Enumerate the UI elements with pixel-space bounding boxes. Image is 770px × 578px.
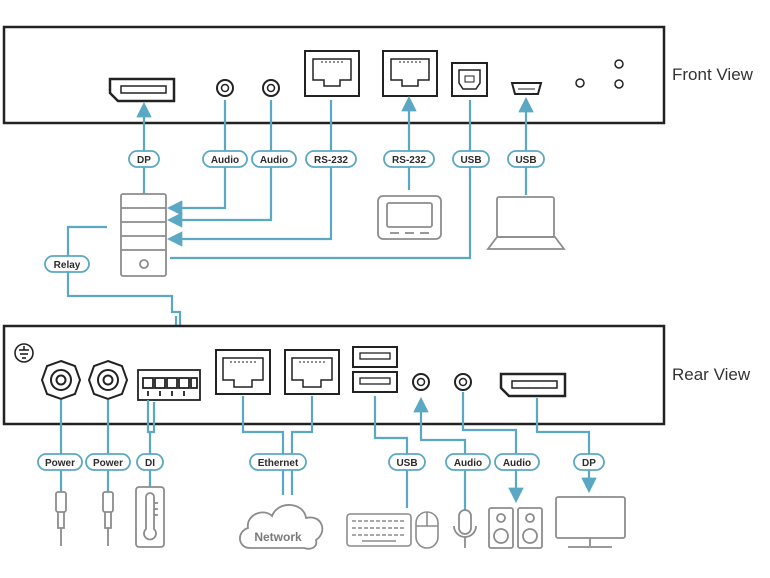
pill-rear-power-2: Power xyxy=(85,453,131,471)
rs232-cable-1 xyxy=(166,100,333,247)
label-front-rs232-2: RS-232 xyxy=(392,155,426,166)
network-label: Network xyxy=(254,530,302,544)
label-rear-audio-1: Audio xyxy=(454,458,482,469)
label-rear-power-2: Power xyxy=(93,458,123,469)
pill-front-usb-2: USB xyxy=(507,150,545,168)
label-rear-dp: DP xyxy=(582,458,596,469)
power-jack-1 xyxy=(40,359,82,401)
usb-a-port-2 xyxy=(352,371,398,393)
pill-front-dp: DP xyxy=(128,150,160,168)
usb-a-port-1 xyxy=(352,346,398,368)
label-front-audio-2: Audio xyxy=(260,155,288,166)
label-rear-di: DI xyxy=(145,458,155,469)
rear-connections xyxy=(59,392,597,510)
pill-front-usb-1: USB xyxy=(452,150,490,168)
usb-rear-cable xyxy=(373,396,409,508)
label-rear-ethernet: Ethernet xyxy=(258,458,299,469)
thermometer-sensor-icon xyxy=(135,486,165,548)
front-audio-jack-1 xyxy=(216,79,234,97)
pill-front-rs232-2: RS-232 xyxy=(383,150,435,168)
audio-cable-1 xyxy=(166,100,227,216)
monitor-icon xyxy=(555,496,626,548)
front-usb-b-port xyxy=(451,62,488,97)
pill-rear-audio-2: Audio xyxy=(494,453,540,471)
audio-cable-2 xyxy=(166,100,273,228)
front-led-1 xyxy=(575,78,585,88)
pill-rear-dp: DP xyxy=(573,453,605,471)
front-micro-usb-port xyxy=(510,82,543,95)
label-front-usb-2: USB xyxy=(515,155,536,166)
pill-relay: Relay xyxy=(44,255,90,273)
front-view-title: Front View xyxy=(672,65,754,84)
serial-terminal-icon xyxy=(377,195,442,240)
label-rear-audio-2: Audio xyxy=(503,458,531,469)
keyboard-icon xyxy=(346,513,412,547)
pill-front-audio-1: Audio xyxy=(202,150,248,168)
laptop-icon xyxy=(486,196,566,250)
pill-rear-usb: USB xyxy=(388,453,426,471)
label-rear-usb: USB xyxy=(396,458,417,469)
network-cloud-icon: Network xyxy=(239,504,324,550)
front-connections xyxy=(66,95,534,376)
label-front-rs232-1: RS-232 xyxy=(314,155,348,166)
front-led-3 xyxy=(614,79,624,89)
front-dp-port xyxy=(108,77,176,103)
front-rs232-port-1 xyxy=(304,50,360,97)
rear-audio-jack-2 xyxy=(454,373,472,391)
rear-audio-jack-1 xyxy=(412,373,430,391)
pill-rear-di: DI xyxy=(136,453,164,471)
pc-tower-icon xyxy=(120,193,167,277)
power-jack-2 xyxy=(87,359,129,401)
power-plug-icon-2 xyxy=(102,491,114,546)
pill-front-audio-2: Audio xyxy=(251,150,297,168)
power-plug-icon-1 xyxy=(55,491,67,546)
ethernet-port-1 xyxy=(215,349,271,395)
label-front-dp: DP xyxy=(137,155,151,166)
mouse-icon xyxy=(415,511,439,549)
pill-rear-ethernet: Ethernet xyxy=(249,453,307,471)
pill-rear-audio-1: Audio xyxy=(445,453,491,471)
microphone-icon xyxy=(453,509,477,548)
label-rear-power-1: Power xyxy=(45,458,75,469)
rear-panel: Rear View xyxy=(2,324,751,426)
relay-cable xyxy=(66,225,182,372)
ethernet-port-2 xyxy=(284,349,340,395)
rear-dp-port xyxy=(499,372,567,398)
label-relay: Relay xyxy=(54,260,81,271)
front-led-2 xyxy=(614,59,624,69)
pill-front-rs232-1: RS-232 xyxy=(305,150,357,168)
front-audio-jack-2 xyxy=(262,79,280,97)
rear-view-title: Rear View xyxy=(672,365,751,384)
label-front-audio-1: Audio xyxy=(211,155,239,166)
ground-screw-icon xyxy=(14,343,34,363)
pill-rear-power-1: Power xyxy=(37,453,83,471)
speakers-icon xyxy=(488,507,543,549)
audio-in-cable xyxy=(413,396,467,510)
label-front-usb-1: USB xyxy=(460,155,481,166)
terminal-block xyxy=(137,369,201,401)
front-panel: Front View xyxy=(2,25,754,125)
